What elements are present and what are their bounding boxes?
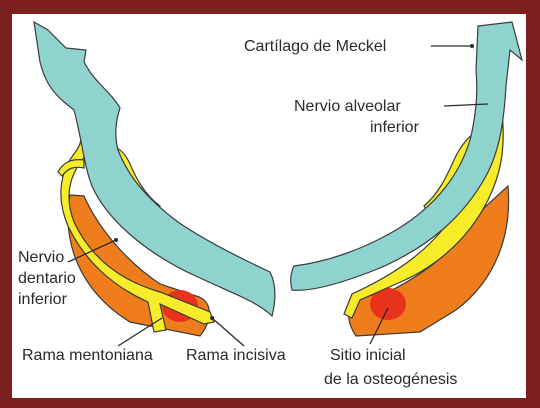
- label-dentario-line1: Nervio: [18, 249, 64, 266]
- diagram-canvas: Cartílago de Meckel Nervio alveolar infe…: [12, 14, 526, 398]
- right-mandible-half: [291, 22, 522, 336]
- left-mandible-half: [34, 22, 275, 336]
- label-dentario-line2: dentario: [18, 270, 76, 287]
- mandible-development-diagram: Cartílago de Meckel Nervio alveolar infe…: [12, 14, 526, 398]
- label-sitio-line2: de la osteogénesis: [324, 371, 457, 388]
- label-incisiva: Rama incisiva: [186, 347, 286, 364]
- leader-incisiva: [212, 318, 244, 346]
- label-alveolar-line1: Nervio alveolar: [294, 98, 401, 115]
- label-sitio-line1: Sitio inicial: [330, 347, 406, 364]
- label-alveolar-line2: inferior: [370, 119, 420, 136]
- label-mentoniana: Rama mentoniana: [22, 347, 153, 364]
- label-meckel: Cartílago de Meckel: [244, 38, 386, 55]
- label-dentario-line3: inferior: [18, 291, 68, 308]
